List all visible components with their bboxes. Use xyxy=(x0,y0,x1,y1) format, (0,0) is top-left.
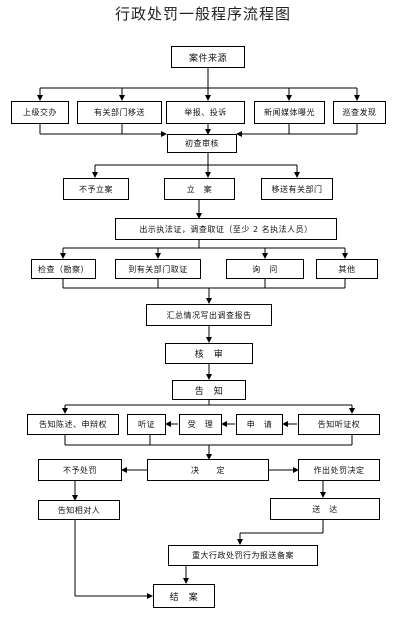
no-penalty-box: 不予处罚 xyxy=(38,459,122,481)
hearing-box: 听证 xyxy=(127,414,166,435)
transfer-dept-box: 移送有关部门 xyxy=(261,178,333,200)
summary-box: 汇总情况写出调查报告 xyxy=(146,304,272,326)
report-box: 举报、投诉 xyxy=(166,101,245,124)
not-filed-box: 不予立案 xyxy=(63,178,129,200)
initial-review-box: 初查审核 xyxy=(167,134,237,153)
inspection-box: 巡查发现 xyxy=(333,101,386,124)
notify-defense-box: 告知陈述、申辩权 xyxy=(27,414,119,435)
other-box: 其他 xyxy=(316,259,378,279)
higher-referral-box: 上级交办 xyxy=(11,101,69,124)
apply-box: 申 请 xyxy=(236,414,283,435)
notify-party-box: 告知相对人 xyxy=(38,500,120,520)
dept-transfer-box: 有关部门移送 xyxy=(77,101,162,124)
investigation-box: 出示执法证，调查取证（至少 2 名执法人员） xyxy=(115,218,337,240)
close-box: 结 案 xyxy=(153,584,215,608)
case-source-box: 案件来源 xyxy=(171,46,245,68)
make-decision-box: 作出处罚决定 xyxy=(298,459,380,481)
accept-box: 受 理 xyxy=(179,414,222,435)
page-title: 行政处罚一般程序流程图 xyxy=(114,5,291,23)
notify-box: 告 知 xyxy=(172,380,246,400)
dept-evidence-box: 到有关部门取证 xyxy=(115,259,201,279)
notify-hearing-box: 告知听证权 xyxy=(298,414,380,435)
review-box: 核 审 xyxy=(165,343,253,364)
filed-box: 立 案 xyxy=(164,178,235,200)
inquiry-box: 询 问 xyxy=(226,259,304,279)
check-box: 检查（勘察） xyxy=(31,259,96,279)
deliver-box: 送 达 xyxy=(270,498,380,520)
major-report-box: 重大行政处罚行为报送备案 xyxy=(168,545,318,566)
media-exposure-box: 新闻媒体曝光 xyxy=(254,101,325,124)
decision-box: 决 定 xyxy=(147,459,269,481)
